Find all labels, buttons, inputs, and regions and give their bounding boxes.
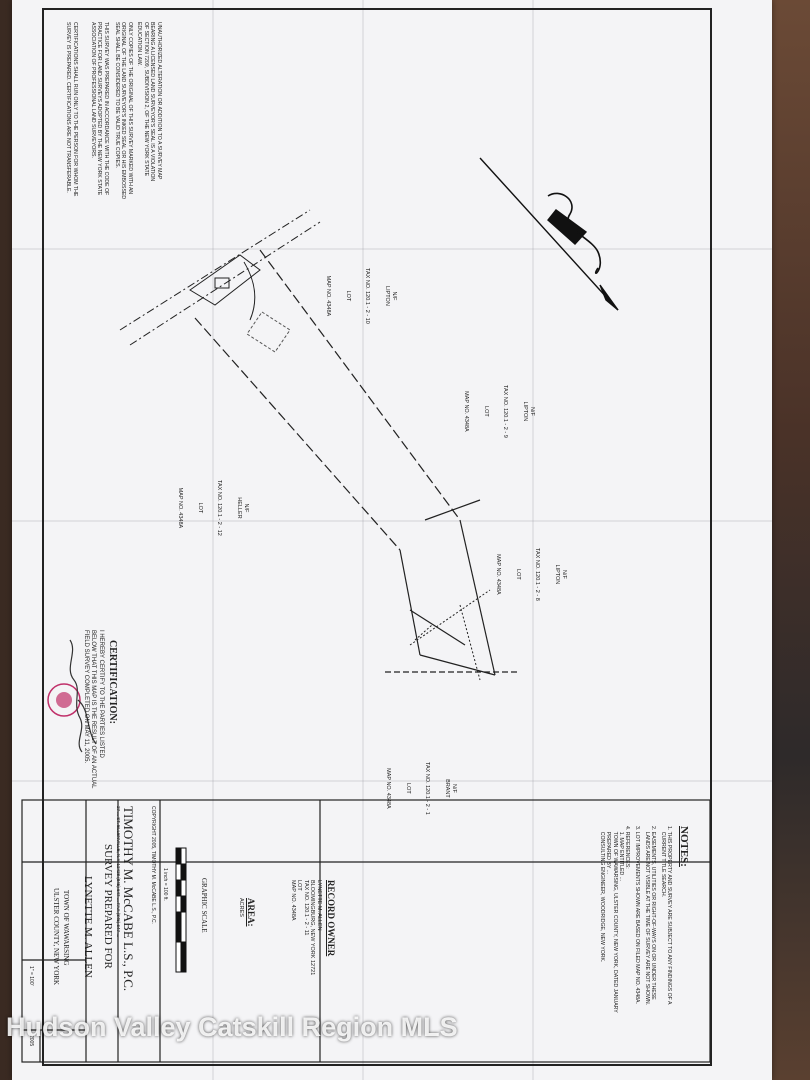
notes-heading: NOTES:	[678, 826, 690, 867]
building-outline	[246, 311, 291, 353]
fold-line	[12, 248, 772, 250]
parcel-owner: N/F LIPTON	[384, 286, 397, 306]
mls-watermark: Hudson Valley Catskill Region MLS	[6, 1012, 458, 1042]
unauthorized-alteration-note: UNAUTHORIZED ALTERATION OR ADDITION TO A…	[136, 22, 163, 182]
note-item: 3. LOT IMPROVEMENTS SHOWN ARE BASED ON F…	[634, 826, 640, 1004]
client-name: LYNETTE M. ALLEN	[82, 876, 94, 978]
graphic-scale-label: GRAPHIC SCALE	[200, 878, 208, 933]
signature-icon	[69, 639, 97, 753]
fold-line	[362, 0, 364, 1080]
parcel-label: N/F HELLER TAX NO. 120.1 - 2 - 12 LOT MA…	[170, 480, 262, 536]
record-owner-details: LYNETTE M. ALLEN BLOOMINGBURG, NEW YORK …	[289, 880, 322, 976]
map-border	[42, 8, 712, 1066]
certifications-note: CERTIFICATIONS SHALL RUN ONLY TO THE PER…	[65, 22, 79, 197]
area-value: ACRES	[238, 898, 244, 917]
north-arrow-icon	[479, 157, 619, 311]
surveyor-seal-icon	[47, 683, 81, 717]
parcel-owner: N/F BRANT	[444, 779, 457, 798]
survey-map-sheet	[12, 0, 772, 1080]
code-of-practice-note: THIS SURVEY WAS PREPARED IN ACCORDANCE W…	[90, 22, 109, 196]
note-item: 4. REFERENCES: 1. MAP ENTITLED ... TOWN …	[599, 826, 630, 1013]
parcel-tax-number: TAX NO. 120.1 - 2 - 10	[364, 268, 371, 324]
certification-heading: CERTIFICATION:	[107, 640, 118, 724]
parcel-tax-number: TAX NO. 120.1 - 2 - 1	[424, 762, 431, 815]
parcel-tax-number: TAX NO. 120.1 - 2 - 12	[216, 480, 223, 536]
town-name: TOWN OF WAWARSING	[62, 890, 70, 966]
title-block-frame	[21, 799, 711, 1063]
survey-prepared-for-label: SURVEY PREPARED FOR	[102, 844, 114, 969]
parcel-map-number: MAP NO. 4348A	[494, 554, 501, 595]
parcel-map-number: MAP NO. 4348A	[176, 487, 183, 529]
county-name: ULSTER COUNTY, NEW YORK	[52, 888, 60, 986]
fold-line	[532, 0, 534, 1080]
graphic-scale-unit: 1 inch = 100 ft.	[162, 868, 168, 901]
parcel-label: N/F LIPTON TAX NO. 120.1 - 2 - 8 LOT MAP…	[488, 548, 580, 601]
parcel-owner: N/F LIPTON	[522, 401, 535, 422]
firm-name: TIMOTHY M. McCABE L.S., P.C.	[121, 806, 136, 992]
note-item: 2. EASEMENTS, UTILITIES OR RIGHT-OF-WAYS…	[643, 826, 656, 1006]
note-item: 1. THIS PROPERTY AND SURVEY ARE SUBJECT …	[659, 826, 672, 1005]
parcel-owner: N/F LIPTON	[554, 564, 567, 585]
parcel-lot: LOT	[404, 783, 411, 794]
parcel-lot: LOT	[482, 406, 489, 417]
road	[119, 209, 321, 346]
parcel-owner: N/F HELLER	[236, 497, 249, 519]
parcel-tax-number: TAX NO. 120.1 - 2 - 8	[534, 548, 541, 601]
parcel-label: N/F LIPTON TAX NO. 120.1 - 2 - 9 LOT MAP…	[456, 385, 548, 438]
stone-wall	[409, 589, 491, 681]
valid-copies-note: ONLY COPIES OF THE ORIGINAL OF THIS SURV…	[114, 22, 133, 200]
fold-line	[12, 520, 772, 522]
certification-body: I HEREBY CERTIFY TO THE PARTIES LISTED B…	[83, 630, 104, 789]
parcel-map-number: MAP NO. 4348A	[462, 391, 469, 432]
property-lines	[194, 249, 520, 676]
copyright-notice: COPYRIGHT 2005, TIMOTHY M. McCABE L.S., …	[150, 806, 156, 924]
parcel-lot: LOT	[196, 502, 203, 514]
parcel-tax-number: TAX NO. 120.1 - 2 - 9	[502, 385, 509, 438]
parcel-label: N/F BRANT TAX NO. 120.1 - 2 - 1 LOT MAP …	[378, 762, 470, 815]
parcel-map-number: MAP NO. 4348A	[384, 768, 391, 809]
firm-address: 27 ... ST. ELLENVILLE, N.Y. 12428 (845) …	[116, 806, 121, 938]
parcel-lot: LOT	[344, 290, 351, 302]
fold-line	[12, 780, 772, 782]
driveway-curve	[243, 261, 256, 321]
record-owner-heading: RECORD OWNER	[326, 880, 336, 957]
map-scale: 1" = 100'	[28, 966, 34, 986]
graphic-scale-bar	[175, 847, 187, 973]
fold-line	[212, 0, 214, 1080]
parcel-lot: LOT	[514, 569, 521, 580]
parcel-map-number: MAP NO. 4348A	[324, 275, 331, 317]
parcel-label: N/F LIPTON TAX NO. 120.1 - 2 - 10 LOT MA…	[318, 268, 410, 324]
area-heading: AREA:	[246, 898, 256, 927]
